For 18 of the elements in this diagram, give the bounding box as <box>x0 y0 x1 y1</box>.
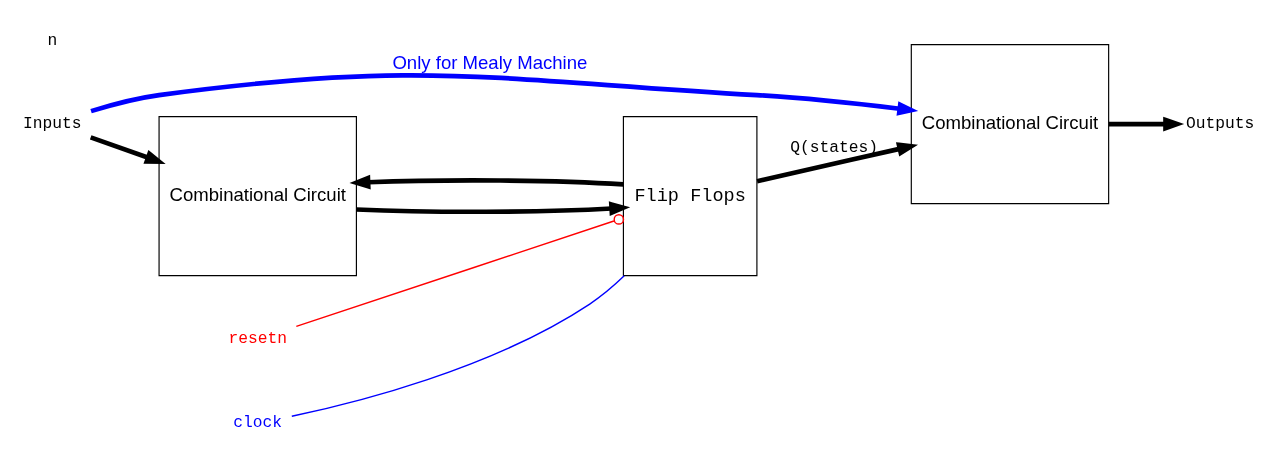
arrow <box>356 200 631 216</box>
edge-label: Only for Mealy Machine <box>392 51 588 73</box>
node-text: clock <box>233 412 283 432</box>
node-text: Inputs <box>23 113 82 133</box>
arrow <box>90 72 919 116</box>
node-box: Flip Flops <box>622 115 758 276</box>
node-text: resetn <box>228 328 287 348</box>
connector <box>295 213 625 327</box>
edge-label: Q(states) <box>790 137 878 157</box>
node-box: Combinational Circuit <box>158 115 357 276</box>
node-text: Outputs <box>1185 113 1255 133</box>
connector <box>291 274 625 417</box>
arrow <box>89 134 166 164</box>
arrow <box>1108 116 1185 131</box>
label: n <box>47 30 58 50</box>
arrow <box>349 174 624 189</box>
node-box: Combinational Circuit <box>910 43 1110 204</box>
arrow <box>756 141 918 183</box>
